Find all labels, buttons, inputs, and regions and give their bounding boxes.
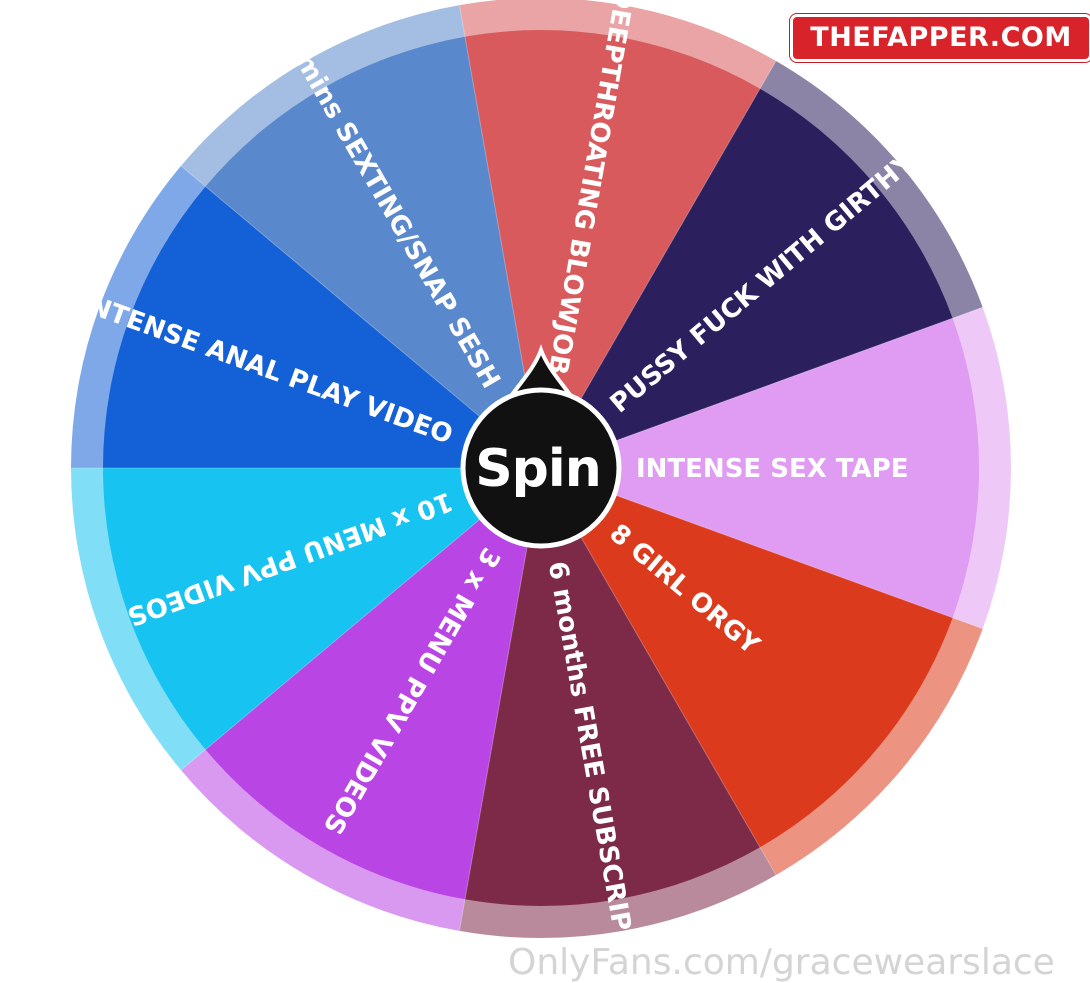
onlyfans-watermark: OnlyFans.com/gracewearslace (508, 942, 1055, 983)
segment-6-months-free-subscription (464, 468, 760, 906)
segment-3-x-menu-ppv-videos (205, 468, 541, 900)
segment-intense-anal-play-video (103, 186, 541, 468)
wheel-segments (71, 5, 983, 931)
segment-intense-sex-tape (541, 318, 980, 618)
segment-8-girl-orgy (541, 468, 953, 848)
spin-button[interactable]: Spin (460, 344, 622, 549)
spin-label: Spin (475, 439, 601, 499)
segment-10-x-menu-ppv-videos (103, 468, 541, 750)
segment-label-intense-sex-tape: INTENSE SEX TAPE (636, 454, 908, 484)
spin-button-circle (460, 387, 622, 549)
thefapper-watermark: THEFAPPER.COM (790, 14, 1090, 62)
segment-30-mins-sexting-snap-sesh (205, 36, 541, 468)
segment-pussy-fuck-with-girthy-dildo (541, 88, 953, 468)
